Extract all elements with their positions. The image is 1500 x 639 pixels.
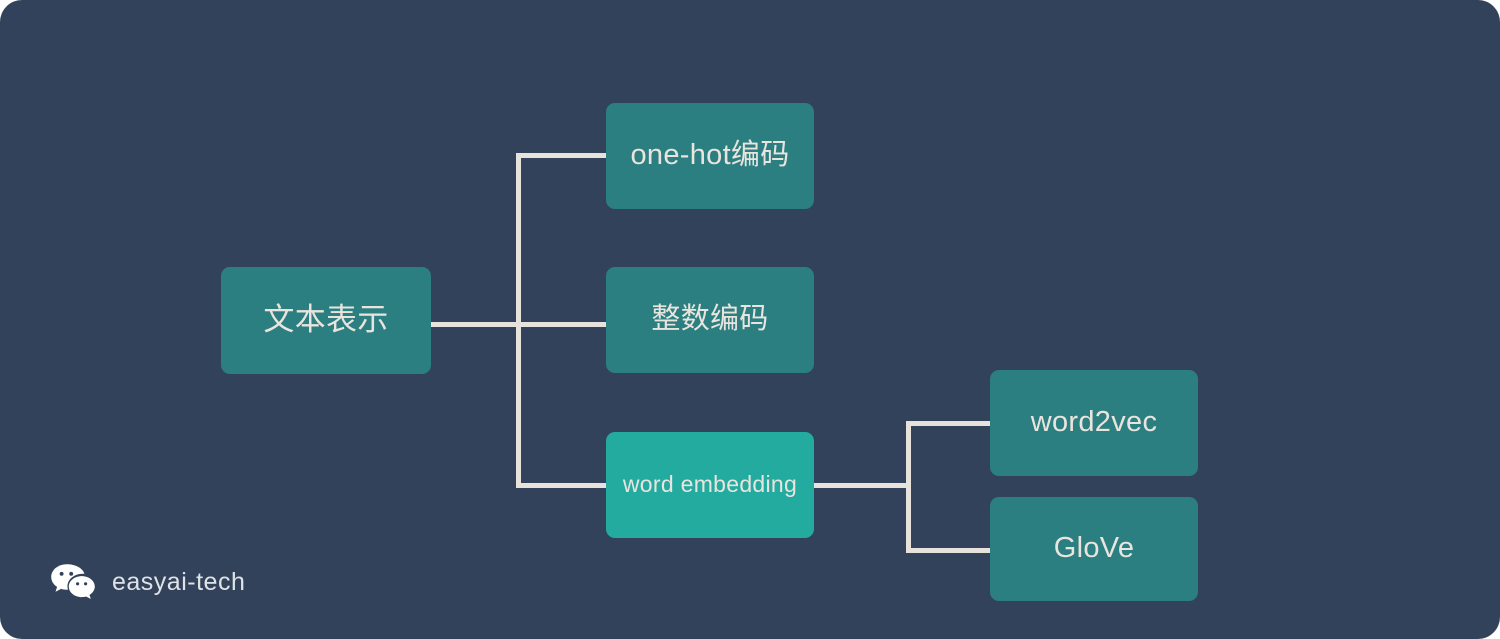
connector-branch-glove [906, 548, 992, 553]
connector-trunk-right [906, 421, 911, 553]
connector-branch-one-hot [516, 153, 608, 158]
connector-embedding-stub [814, 483, 910, 488]
node-word-embedding[interactable]: word embedding [606, 432, 814, 538]
connector-trunk-left [516, 153, 521, 488]
watermark-account-name: easyai-tech [112, 567, 246, 596]
node-integer-encoding[interactable]: 整数编码 [606, 267, 814, 373]
wechat-icon [50, 562, 96, 602]
watermark: easyai-tech [50, 562, 245, 602]
connector-branch-embedding [516, 483, 608, 488]
connector-branch-integer [516, 322, 608, 327]
node-glove[interactable]: GloVe [990, 497, 1198, 601]
node-word2vec[interactable]: word2vec [990, 370, 1198, 476]
node-one-hot-encoding[interactable]: one-hot编码 [606, 103, 814, 209]
node-root-text-representation[interactable]: 文本表示 [221, 267, 431, 374]
connector-root-stub [431, 322, 521, 327]
connector-branch-word2vec [906, 421, 992, 426]
